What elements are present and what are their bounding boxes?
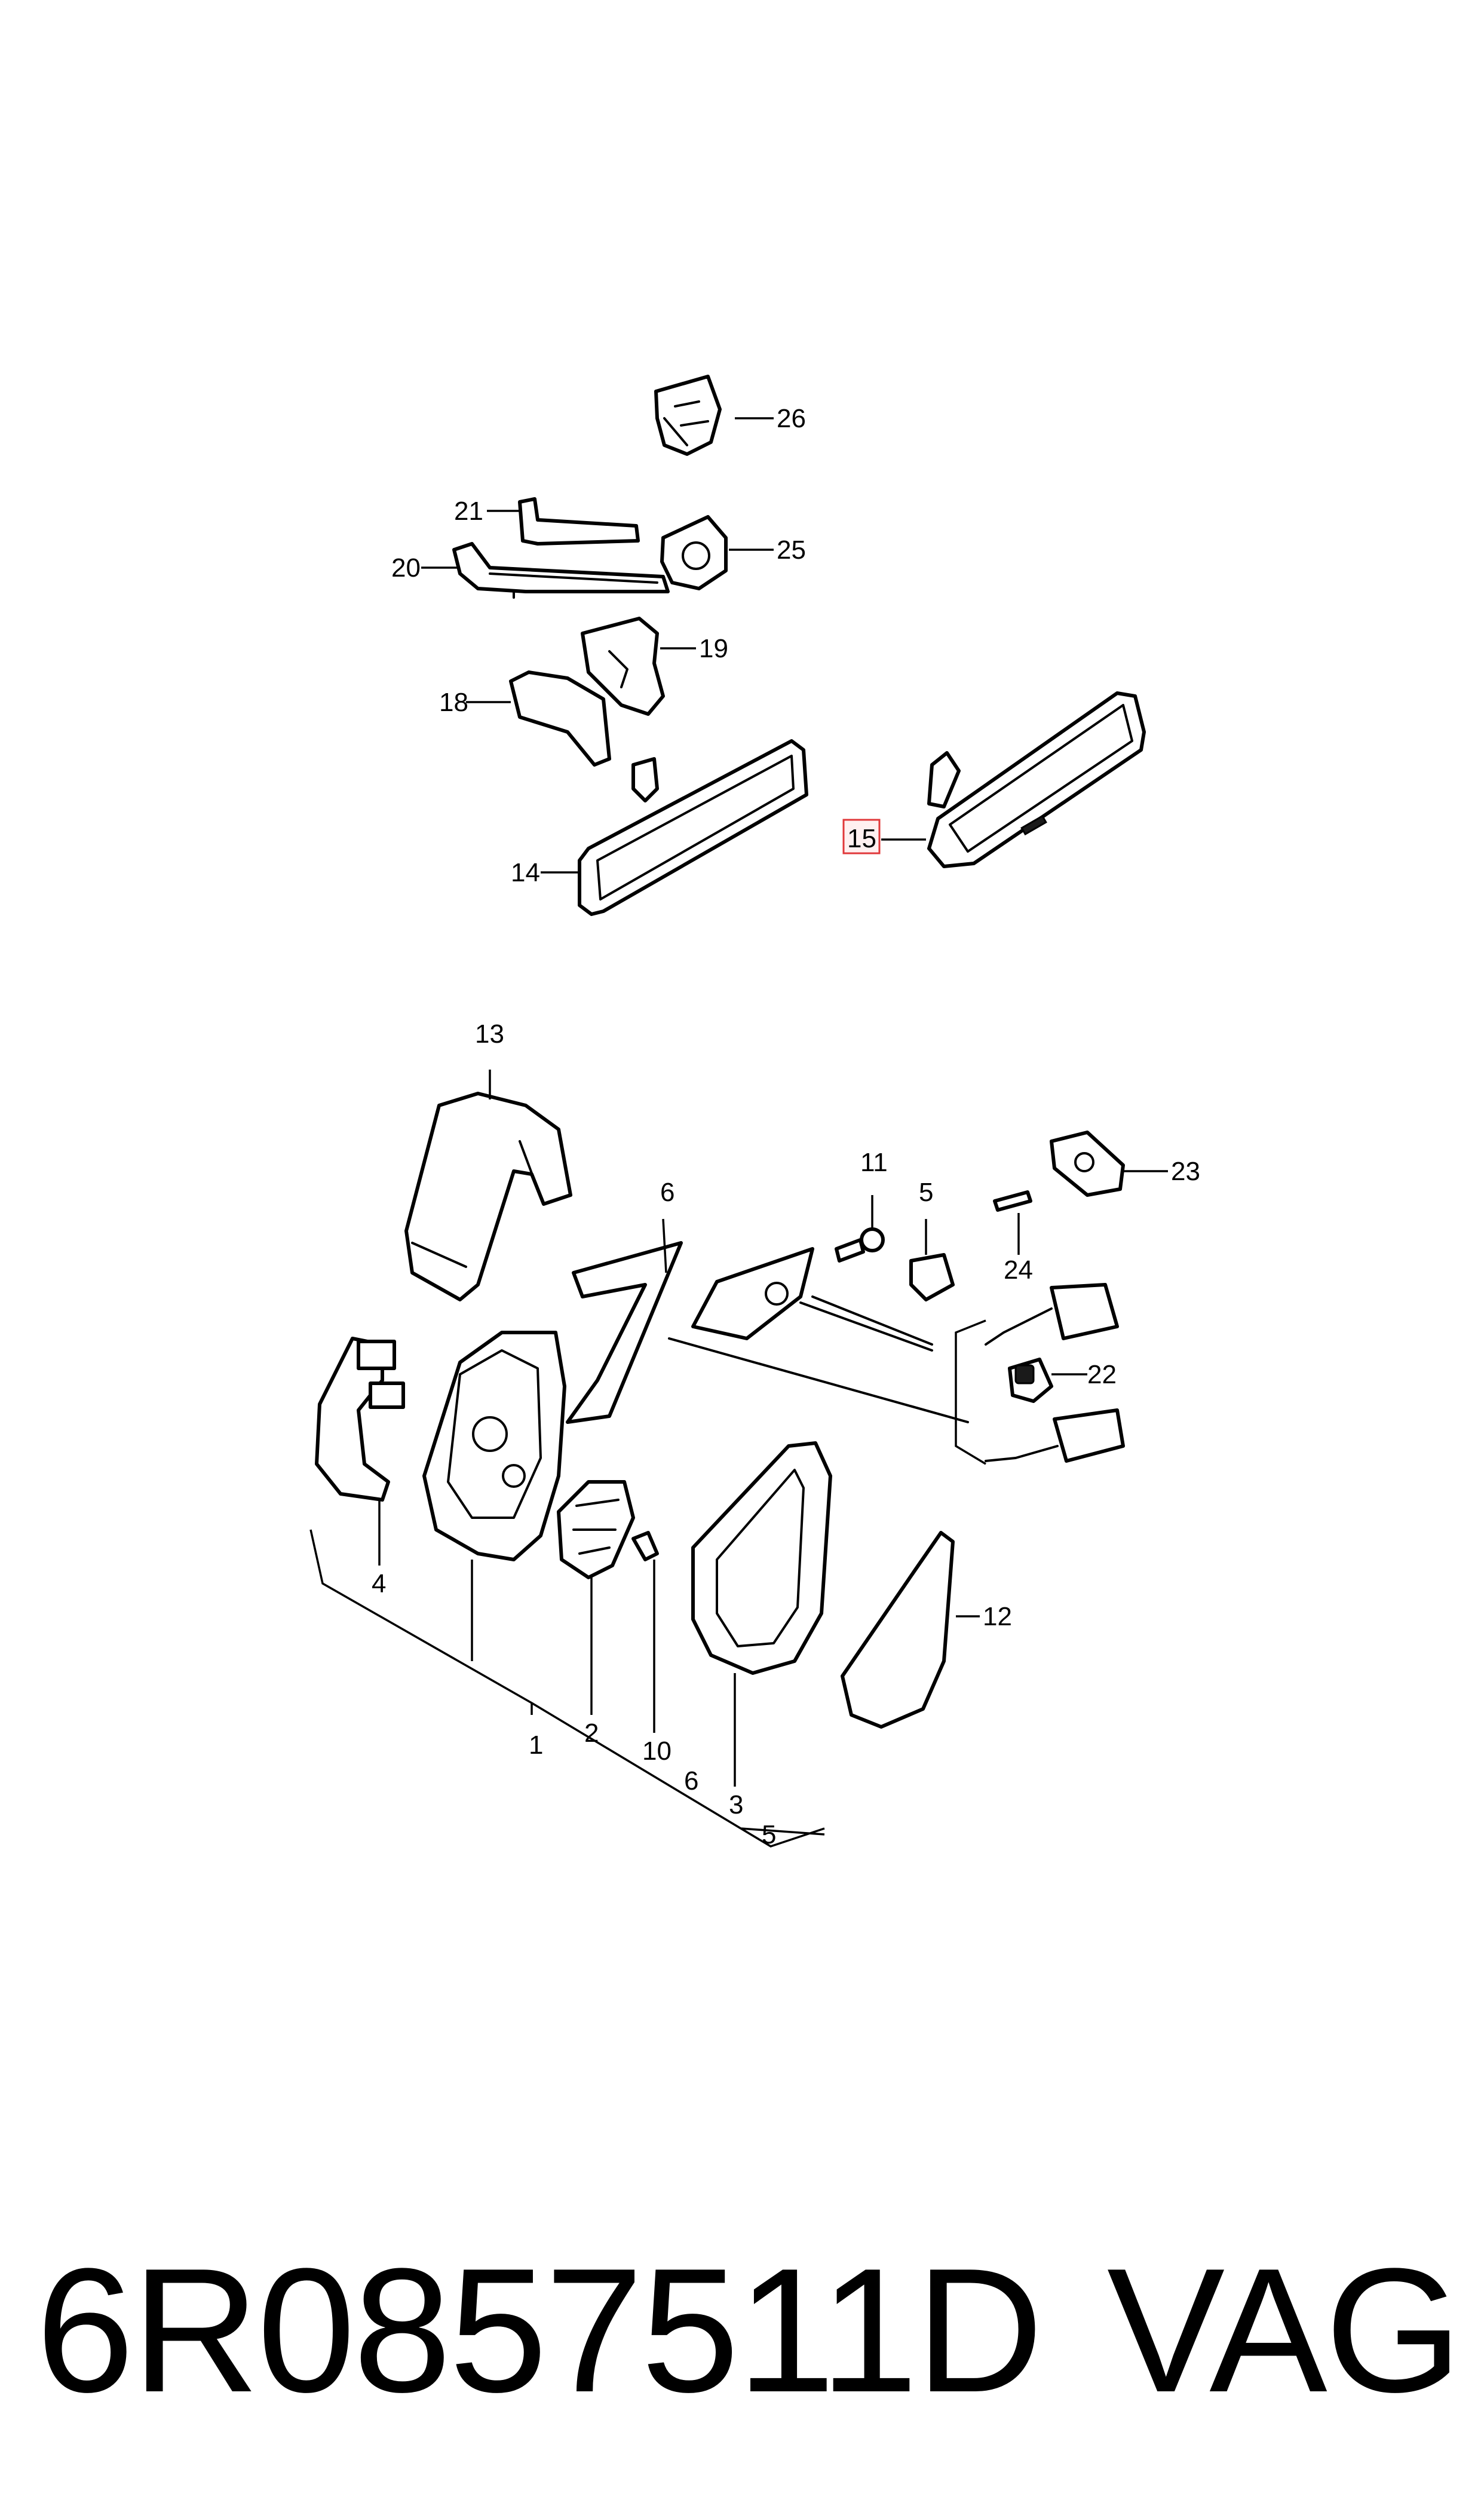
connector-lower[interactable] — [985, 1408, 1125, 1463]
callout-4: 4 — [372, 1569, 386, 1598]
cover-25[interactable] — [660, 515, 728, 590]
block-5[interactable] — [909, 1253, 955, 1301]
turn-signal-4[interactable] — [315, 1337, 405, 1502]
callout-26: 26 — [777, 404, 806, 433]
mirror-housing-1[interactable] — [422, 1331, 566, 1561]
callout-25: 25 — [777, 535, 806, 565]
callout-6-upper: 6 — [660, 1178, 674, 1207]
callout-6-lower: 6 — [684, 1766, 698, 1796]
cable-run — [668, 1295, 969, 1423]
callout-14: 14 — [511, 858, 540, 887]
bolt-11[interactable] — [835, 1227, 885, 1263]
callout-23: 23 — [1171, 1157, 1200, 1186]
callout-20: 20 — [391, 553, 421, 583]
callout-5-lower: 5 — [762, 1820, 776, 1849]
glass-housing-3[interactable] — [691, 1441, 832, 1675]
callout-18: 18 — [439, 688, 468, 717]
screw-24[interactable] — [993, 1190, 1032, 1212]
callout-19: 19 — [699, 634, 728, 663]
callout-21: 21 — [454, 497, 483, 526]
callout-24: 24 — [1004, 1255, 1033, 1285]
callout-5-upper: 5 — [919, 1178, 933, 1207]
callout-10: 10 — [642, 1736, 672, 1766]
brand-text: VAG — [1106, 2231, 1462, 2429]
bracket-23[interactable] — [1050, 1131, 1125, 1197]
callout-22: 22 — [1087, 1360, 1117, 1389]
highlight-box-15 — [842, 819, 881, 854]
callout-12: 12 — [983, 1602, 1012, 1631]
screw-10[interactable] — [631, 1531, 659, 1561]
callout-13: 13 — [475, 1019, 504, 1049]
mirror-15[interactable] — [927, 691, 1146, 868]
callout-3: 3 — [729, 1790, 743, 1819]
mirror-cap-13[interactable] — [404, 1092, 572, 1301]
connector-upper[interactable] — [985, 1283, 1119, 1346]
mirror-14[interactable] — [578, 739, 808, 916]
clip-26[interactable] — [654, 375, 722, 456]
callout-2: 2 — [584, 1719, 599, 1748]
cover-18[interactable] — [509, 670, 611, 767]
glass-holder-6[interactable] — [566, 1241, 814, 1424]
callout-labels: 26 25 21 20 19 18 14 15 13 11 6 5 23 24 … — [372, 404, 1200, 1849]
leader-lines — [309, 417, 1168, 1848]
cover-19[interactable] — [581, 617, 665, 716]
sensor-22[interactable] — [1008, 1358, 1053, 1403]
cover-21[interactable] — [518, 497, 640, 546]
motor-2[interactable] — [557, 1480, 635, 1579]
callout-15: 15 — [847, 824, 876, 853]
leader-bracket-right — [955, 1319, 986, 1465]
cover-20[interactable] — [452, 542, 670, 599]
callout-1: 1 — [529, 1730, 543, 1760]
callout-11: 11 — [860, 1148, 888, 1177]
part-number-text: 6R0857511D — [36, 2231, 1044, 2429]
mirror-glass-12[interactable] — [841, 1531, 955, 1729]
